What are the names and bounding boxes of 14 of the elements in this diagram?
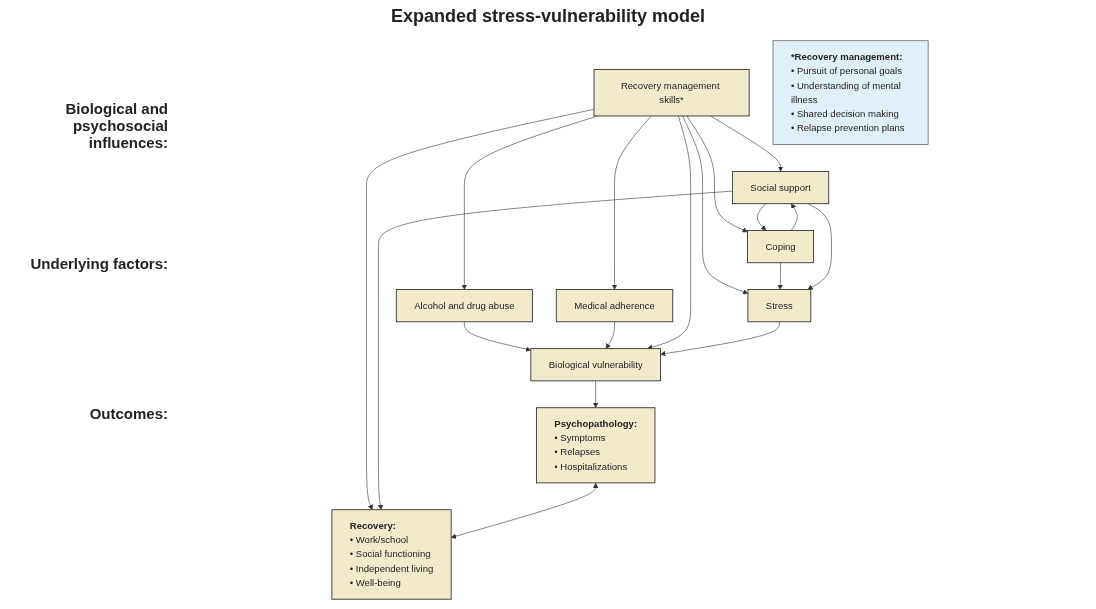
row-label: Biological and psychosocial influences: bbox=[64, 100, 168, 151]
node-box: *Recovery management: • Pursuit of personal goals • Understanding of mental illness • Shared decision making • Relapse prevention plans bbox=[772, 40, 929, 145]
node-box: Medical adherence bbox=[555, 289, 674, 323]
node-box: Social support bbox=[731, 171, 830, 205]
node-box: Coping bbox=[747, 230, 815, 264]
node-box: Biological vulnerability bbox=[530, 348, 661, 382]
row-label: Underlying factors: bbox=[29, 255, 168, 272]
node-box: Stress bbox=[747, 289, 812, 323]
diagram-title: Expanded stress-vulnerability model bbox=[389, 6, 707, 27]
node-box: Psychopathology: • Symptoms • Relapses • Hospitalizations bbox=[535, 407, 656, 484]
node-box: Alcohol and drug abuse bbox=[395, 289, 533, 323]
node-box: Recovery: • Work/school • Social functioning • Independent living • Well-being bbox=[331, 509, 452, 600]
node-box: Recovery management skills* bbox=[593, 68, 750, 117]
row-label: Outcomes: bbox=[88, 405, 168, 422]
